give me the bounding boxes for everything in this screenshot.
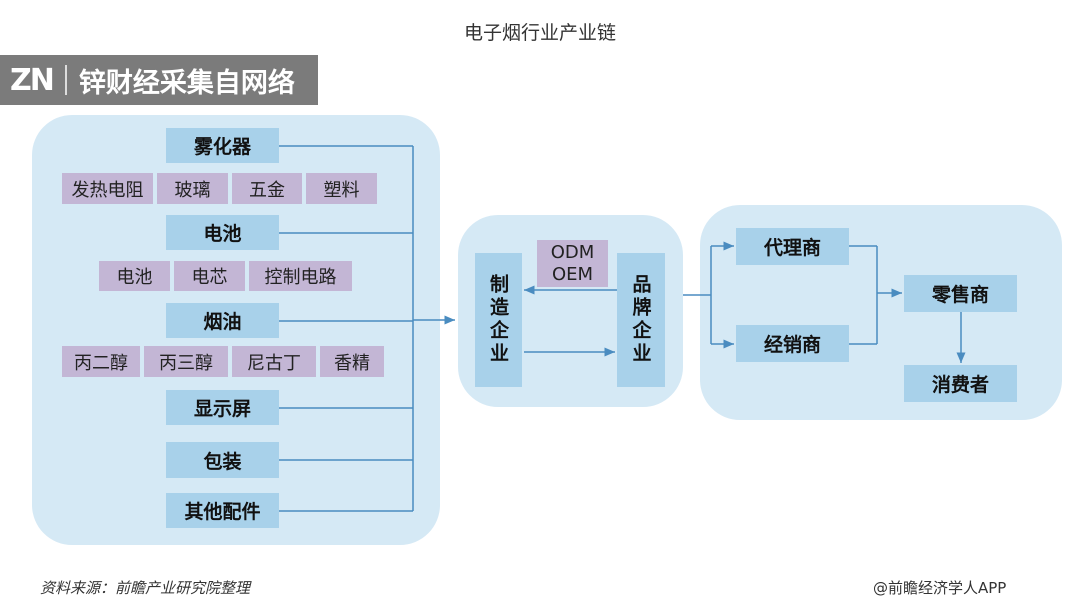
component-battery: 电池 [166, 215, 279, 250]
part-glass: 玻璃 [157, 173, 228, 204]
part-glycerin: 丙三醇 [144, 346, 228, 377]
component-display: 显示屏 [166, 390, 279, 425]
component-packaging: 包装 [166, 442, 279, 478]
component-atomizer: 雾化器 [166, 128, 279, 163]
agent-box: 代理商 [736, 228, 849, 265]
distributor-box: 经销商 [736, 325, 849, 362]
consumer-box: 消费者 [904, 365, 1017, 402]
manufacturer-box: 制造企业 [475, 253, 522, 387]
oem-label: OEM [551, 263, 594, 285]
part-propylene-glycol: 丙二醇 [62, 346, 140, 377]
banner-divider [64, 65, 67, 95]
odm-label: ODM [550, 241, 595, 263]
odm-oem-box: ODM OEM [537, 240, 608, 287]
part-plastic: 塑料 [306, 173, 377, 204]
part-cell: 电芯 [174, 261, 245, 291]
banner-logo: ZN [10, 62, 55, 98]
component-other-parts: 其他配件 [166, 493, 279, 528]
banner-text: 锌财经采集自网络 [78, 67, 295, 99]
credit-note: @前瞻经济学人APP [873, 579, 1007, 597]
diagram-title: 电子烟行业产业链 [463, 22, 616, 44]
part-battery: 电池 [99, 261, 170, 291]
part-control-circuit: 控制电路 [249, 261, 352, 291]
component-e-liquid: 烟油 [166, 303, 279, 338]
brand-box: 品牌企业 [617, 253, 665, 387]
part-nicotine: 尼古丁 [232, 346, 316, 377]
part-flavor: 香精 [320, 346, 384, 377]
retailer-box: 零售商 [904, 275, 1017, 312]
source-note: 资料来源：前瞻产业研究院整理 [40, 579, 251, 597]
source-banner: ZN 锌财经采集自网络 [0, 55, 318, 105]
part-hardware: 五金 [232, 173, 302, 204]
part-heating-resistor: 发热电阻 [62, 173, 153, 204]
